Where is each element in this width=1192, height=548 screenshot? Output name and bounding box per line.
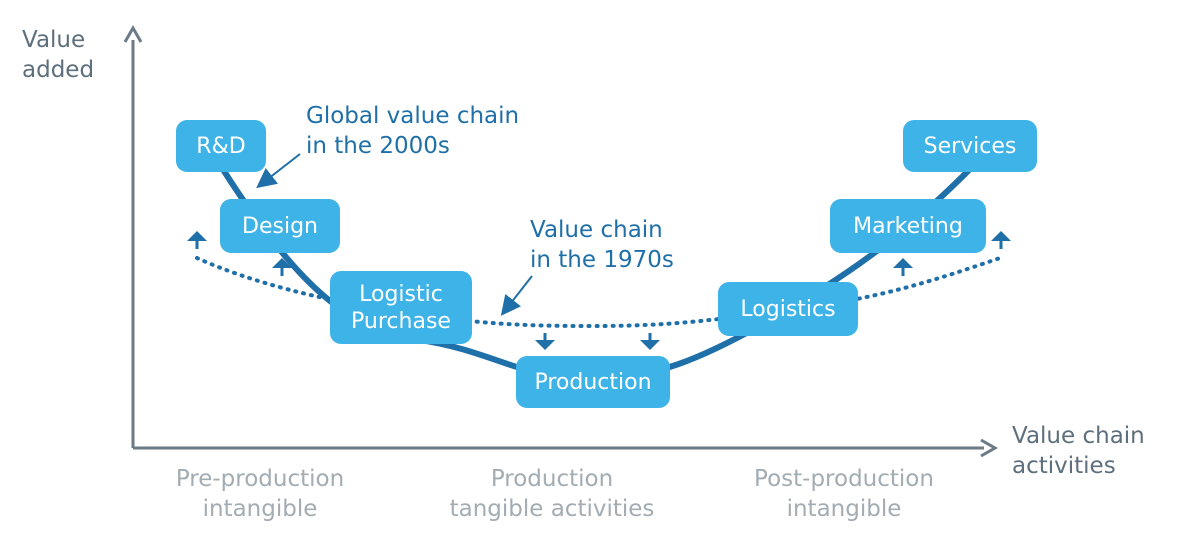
y-axis-label: Value added [22, 27, 95, 83]
x-axis-arrow-icon [980, 438, 999, 458]
annotation-vc-1970s: Value chain in the 1970s [530, 217, 674, 273]
x-axis-label: Value chain activities [1012, 423, 1145, 479]
node-marketing: Marketing [830, 199, 986, 253]
category-production: Production tangible activities [449, 466, 655, 522]
arrow-down-icon [535, 333, 555, 350]
arrow-up-icon [272, 258, 292, 276]
axes [123, 24, 999, 458]
annotation-gvc-2000s: Global value chain in the 2000s [306, 103, 520, 159]
arrow-up-icon [187, 231, 207, 249]
down-arrows [535, 333, 660, 350]
node-services: Services [903, 120, 1037, 172]
y-axis-arrow-icon [123, 24, 143, 43]
arrow-up-icon [991, 231, 1011, 249]
arrow-up-icon [893, 258, 913, 276]
arrow-down-icon [640, 333, 660, 350]
node-rnd: R&D [176, 120, 266, 172]
curve-1970s [195, 256, 1002, 329]
node-design: Design [220, 199, 340, 253]
node-logistics: Logistics [718, 282, 858, 336]
category-pre-production: Pre-production intangible [175, 466, 345, 522]
gvc-pointer-arrow [256, 153, 301, 189]
vc1970s-pointer-arrow [500, 275, 533, 316]
node-logistic-purchase: Logistic Purchase [330, 271, 472, 344]
category-post-production: Post-production intangible [754, 466, 934, 522]
node-production: Production [516, 356, 670, 408]
up-arrows [187, 231, 1011, 276]
